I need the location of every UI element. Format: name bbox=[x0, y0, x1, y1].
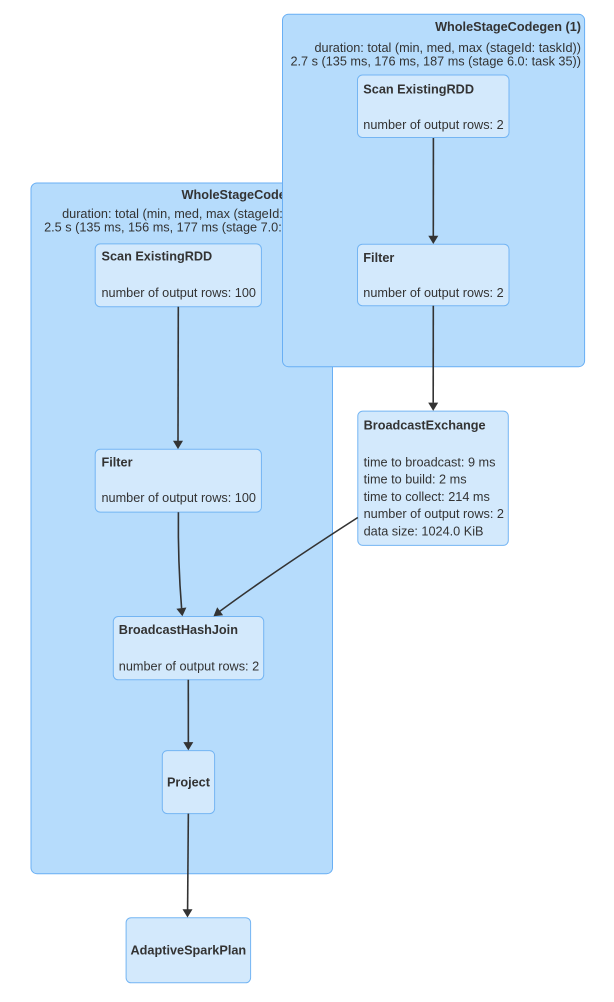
svg-text:time to collect: 214 ms: time to collect: 214 ms bbox=[364, 490, 490, 504]
svg-text:Filter: Filter bbox=[363, 251, 394, 265]
svg-text:number of output rows: 2: number of output rows: 2 bbox=[363, 118, 503, 132]
svg-text:number of output rows: 100: number of output rows: 100 bbox=[102, 491, 256, 505]
svg-text:BroadcastHashJoin: BroadcastHashJoin bbox=[119, 623, 238, 637]
svg-text:duration: total (min, med, max: duration: total (min, med, max (stageId:… bbox=[314, 41, 581, 55]
svg-text:data size: 1024.0 KiB: data size: 1024.0 KiB bbox=[364, 524, 484, 538]
svg-text:Scan ExistingRDD: Scan ExistingRDD bbox=[102, 249, 213, 263]
svg-text:Scan ExistingRDD: Scan ExistingRDD bbox=[363, 82, 474, 96]
svg-text:Filter: Filter bbox=[102, 456, 133, 470]
svg-text:duration: total (min, med, max: duration: total (min, med, max (stageId:… bbox=[62, 207, 329, 221]
svg-text:Project: Project bbox=[167, 775, 211, 789]
svg-text:number of output rows: 2: number of output rows: 2 bbox=[363, 286, 503, 300]
svg-text:2.5 s (135 ms, 156 ms, 177 ms: 2.5 s (135 ms, 156 ms, 177 ms (stage 7.0… bbox=[44, 220, 335, 234]
svg-text:BroadcastExchange: BroadcastExchange bbox=[364, 419, 486, 433]
svg-text:time to broadcast: 9 ms: time to broadcast: 9 ms bbox=[364, 456, 496, 470]
svg-text:WholeStageCodegen (1): WholeStageCodegen (1) bbox=[435, 20, 581, 34]
svg-text:number of output rows: 100: number of output rows: 100 bbox=[102, 286, 256, 300]
svg-text:number of output rows: 2: number of output rows: 2 bbox=[119, 660, 259, 674]
svg-text:2.7 s (135 ms, 176 ms, 187 ms: 2.7 s (135 ms, 176 ms, 187 ms (stage 6.0… bbox=[290, 54, 581, 68]
svg-text:number of output rows: 2: number of output rows: 2 bbox=[364, 507, 504, 521]
svg-text:AdaptiveSparkPlan: AdaptiveSparkPlan bbox=[131, 944, 247, 958]
svg-text:time to build: 2 ms: time to build: 2 ms bbox=[364, 473, 467, 487]
